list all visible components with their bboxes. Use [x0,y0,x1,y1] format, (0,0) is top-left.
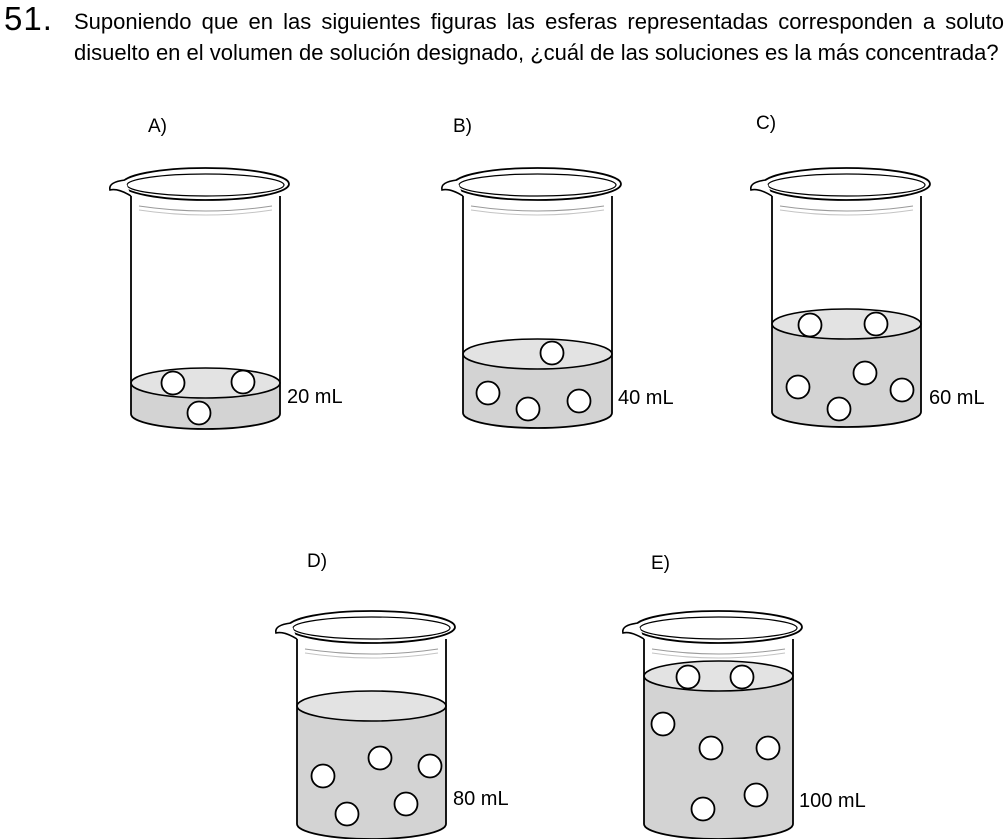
solute-sphere [852,360,878,386]
solute-sphere [743,782,769,808]
solute-sphere [889,377,915,403]
beaker-rim-inner [458,173,617,197]
option-label-a: A) [148,116,167,137]
solute-sphere [675,664,701,690]
solute-sphere [393,791,419,817]
solute-sphere [367,745,393,771]
option-label-d: D) [307,551,328,572]
solute-sphere [755,735,781,761]
beaker-glass-line [779,209,914,216]
volume-label-b: 40 mL [618,387,674,409]
beaker-rim-outer [634,610,803,644]
beaker-glass-line [304,652,439,659]
volume-label-c: 60 mL [929,387,985,409]
solute-sphere [566,388,592,414]
beaker-d [275,610,456,839]
solute-sphere [797,312,823,338]
liquid-surface [643,660,794,692]
beaker-rim-inner [639,616,798,640]
beaker-bottom [130,413,281,430]
solute-sphere [729,664,755,690]
beaker-glass-line [138,209,273,216]
beaker-glass-line [304,648,439,655]
solute-sphere [186,400,212,426]
beaker-glass-line [779,205,914,212]
option-label-e: E) [651,553,670,574]
liquid-surface [296,690,447,722]
beaker-a [109,167,290,430]
volume-label-a: 20 mL [287,386,343,408]
volume-label-e: 100 mL [799,790,866,812]
beaker-rim-inner [126,173,285,197]
solute-sphere [310,763,336,789]
solute-sphere [515,396,541,422]
beaker-bottom [462,412,613,429]
solute-sphere [863,311,889,337]
solute-sphere [230,369,256,395]
solute-sphere [539,340,565,366]
solute-sphere [826,396,852,422]
beaker-rim-outer [453,167,622,201]
beaker-spout [750,179,773,197]
beaker-glass-line [138,205,273,212]
solute-sphere [785,374,811,400]
beaker-rim-outer [762,167,931,201]
option-label-b: B) [453,116,472,137]
beaker-b [441,167,622,429]
liquid-body [772,324,921,427]
solute-sphere [690,796,716,822]
beaker-spout [109,179,132,197]
question-number: 51. [4,0,53,37]
beaker-rim-outer [287,610,456,644]
question-text: Suponiendo que en las siguientes figuras… [74,9,1004,65]
liquid-surface [462,338,613,370]
liquid-surface [130,367,281,399]
beaker-spout [622,622,645,640]
solute-sphere [334,801,360,827]
beaker-bottom [771,411,922,428]
beaker-spout [441,179,464,197]
beaker-glass-line [651,652,786,659]
beaker-rim-inner [292,616,451,640]
solute-sphere [698,735,724,761]
beaker-e [622,610,803,839]
beaker-glass-line [470,209,605,216]
solute-sphere [417,753,443,779]
beaker-c [750,167,931,428]
liquid-surface [771,308,922,340]
beaker-spout [275,622,298,640]
solute-sphere [160,370,186,396]
volume-label-d: 80 mL [453,788,509,810]
beaker-glass-line [651,648,786,655]
solute-sphere [475,380,501,406]
beaker-rim-outer [121,167,290,201]
beaker-rim-inner [767,173,926,197]
option-label-c: C) [756,113,777,134]
solute-sphere [650,711,676,737]
beaker-glass-line [470,205,605,212]
